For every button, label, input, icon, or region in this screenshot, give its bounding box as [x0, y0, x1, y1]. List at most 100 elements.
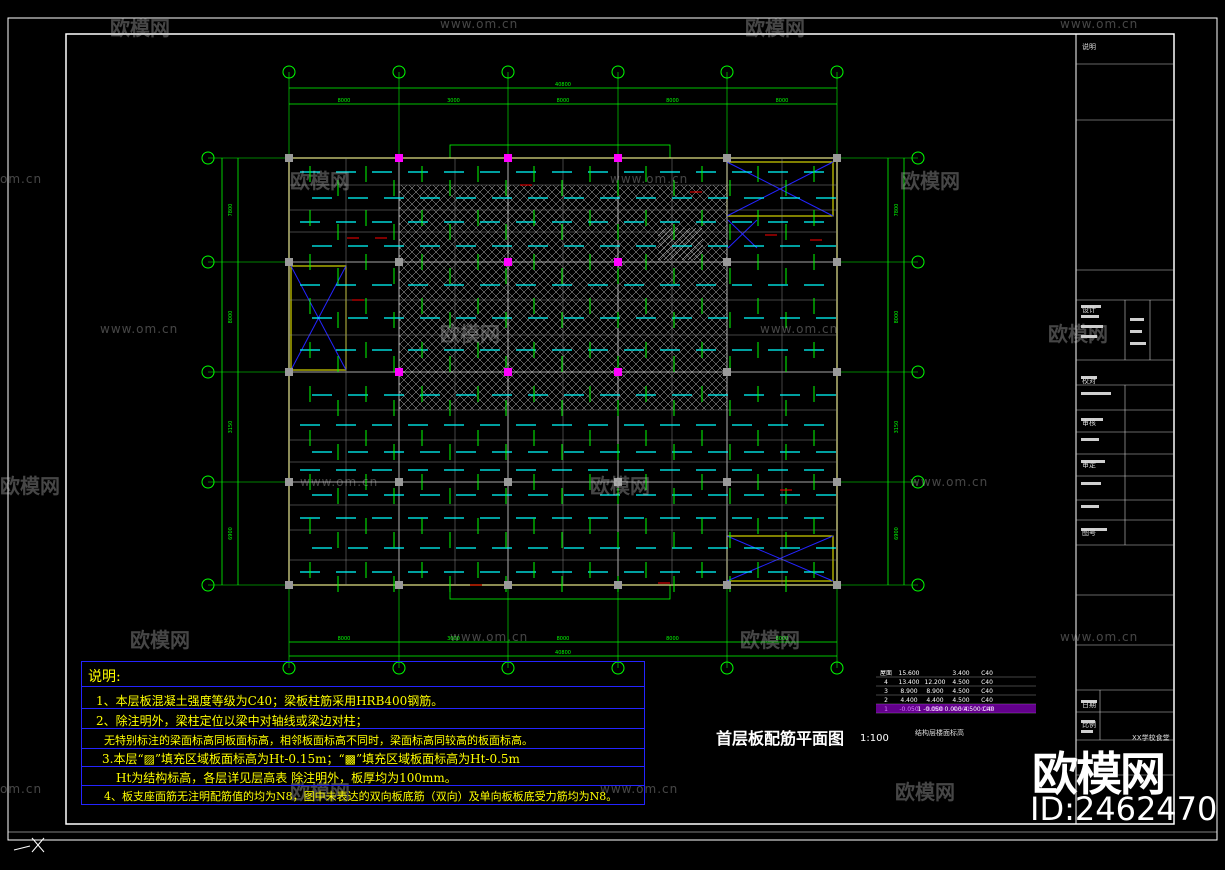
floor-table-cell: 4.500 — [952, 688, 969, 695]
column — [395, 258, 403, 266]
notes-box: 说明: 1、本层板混凝土强度等级为C40；梁板柱筋采用HRB400钢筋。 2、除… — [81, 661, 645, 805]
title-block-text-mark — [1081, 376, 1097, 379]
axis-bubble — [501, 65, 515, 79]
ucs-icon — [31, 837, 45, 853]
axis-bubble — [830, 65, 844, 79]
title-block-text-mark — [1081, 505, 1099, 508]
dim-text: 8000 — [776, 636, 789, 642]
title-block-text-mark — [1081, 315, 1099, 318]
dim-text: 7800 — [894, 204, 900, 217]
floor-table-cell: C40 — [981, 679, 993, 686]
column — [833, 581, 841, 589]
column — [723, 154, 731, 162]
title-block-text-mark — [1081, 418, 1103, 421]
plan-protrusion-bottom — [449, 584, 671, 600]
column — [833, 258, 841, 266]
title-block-label: 审核 — [1082, 419, 1096, 427]
floor-table-cell: 13.400 — [899, 679, 920, 686]
watermark-id: ID:2462470 — [1030, 790, 1218, 828]
title-block-label: 比例 — [1082, 721, 1096, 729]
axis-bubble — [720, 661, 734, 675]
column — [833, 368, 841, 376]
title-block-text-mark — [1081, 720, 1095, 723]
axis-bubble — [392, 65, 406, 79]
axis-bubble — [911, 578, 925, 592]
ucs-icon — [13, 845, 31, 851]
watermark-url: www.om.cn — [760, 322, 839, 336]
title-block-text-mark — [1130, 318, 1144, 321]
column — [285, 581, 293, 589]
column — [723, 258, 731, 266]
column — [614, 581, 622, 589]
dim-text: 6900 — [228, 527, 234, 540]
sheet-inner-border — [65, 33, 1175, 825]
title-block-text-mark — [1130, 342, 1146, 345]
dim-text: 6900 — [894, 527, 900, 540]
watermark-logo: 欧模网 — [0, 474, 60, 498]
floor-table-cell: 8.900 — [900, 688, 917, 695]
watermark-logo: 欧模网 — [290, 780, 350, 804]
column — [395, 478, 403, 486]
column — [833, 154, 841, 162]
dim-text: 8000 — [557, 636, 570, 642]
floor-table-cell: 3.400 — [952, 670, 969, 677]
watermark-url: www.om.cn — [1060, 17, 1139, 31]
axis-bubble — [201, 475, 215, 489]
watermark-logo: 欧模网 — [110, 16, 170, 40]
dim-text: 8000 — [338, 98, 351, 104]
notes-divider — [82, 748, 644, 749]
floor-table-cell: 屋面 — [880, 670, 892, 677]
dim-text-total: 40800 — [555, 82, 571, 88]
title-block-text-mark — [1081, 392, 1111, 395]
floor-table-cell: 15.600 — [899, 670, 920, 677]
column — [504, 478, 512, 486]
axis-bubble — [611, 65, 625, 79]
title-block-label: 设计 — [1082, 306, 1096, 314]
floor-table-cell: 4.400 — [926, 697, 943, 704]
hatch-zone-slant — [658, 228, 703, 260]
notes-line: 无特别标注的梁面标高同板面标高，相邻板面标高不同时，梁面标高同较高的板面标高。 — [104, 734, 533, 747]
watermark-url: www.om.cn — [450, 630, 529, 644]
column-highlight — [504, 258, 512, 266]
column — [285, 368, 293, 376]
notes-line: 3.本层“▨”填充区域板面标高为Ht-0.15m；“▩”填充区域板面标高为Ht-… — [102, 752, 520, 766]
title-block-label: 日期 — [1082, 701, 1096, 709]
watermark-logo: 欧模网 — [130, 628, 190, 652]
watermark-url: www.om.cn — [300, 475, 379, 489]
floor-table-cell: 4.500 — [952, 697, 969, 704]
floor-table-cell: C40 — [981, 688, 993, 695]
title-block-text-mark — [1081, 325, 1103, 328]
notes-title: 说明: — [88, 669, 121, 685]
title-block-text-mark — [1081, 730, 1093, 733]
watermark-url: www.om.cn — [910, 475, 989, 489]
axis-bubble — [720, 65, 734, 79]
axis-bubble — [911, 255, 925, 269]
column — [614, 478, 622, 486]
column — [285, 478, 293, 486]
axis-bubble — [201, 255, 215, 269]
floor-table-cell: 2 — [884, 697, 888, 704]
watermark-logo: 欧模网 — [900, 169, 960, 193]
dim-text: 7800 — [228, 204, 234, 217]
dim-text: 8000 — [666, 636, 679, 642]
axis-bubble — [282, 65, 296, 79]
watermark-url: www.om.cn — [610, 172, 689, 186]
notes-divider — [82, 728, 644, 729]
column-highlight — [395, 154, 403, 162]
column — [504, 581, 512, 589]
watermark-logo: 欧模网 — [895, 780, 955, 804]
title-block-label: 图号 — [1082, 529, 1096, 537]
floor-table-highlight-row — [876, 704, 1036, 713]
axis-bubble — [392, 661, 406, 675]
watermark-url: om.cn — [0, 172, 43, 186]
axis-bubble — [201, 365, 215, 379]
floor-table-cell: 3 — [884, 688, 888, 695]
axis-bubble — [911, 151, 925, 165]
title-block-text-mark — [1081, 335, 1097, 338]
watermark-logo: 欧模网 — [745, 16, 805, 40]
notes-line: 4、板支座面筋无注明配筋值的均为N8，图中未表达的双向板底筋（双向）及单向板板底… — [104, 790, 618, 803]
watermark-logo: 欧模网 — [290, 169, 350, 193]
axis-bubble — [201, 151, 215, 165]
floor-table-cell: 12.200 — [925, 679, 946, 686]
